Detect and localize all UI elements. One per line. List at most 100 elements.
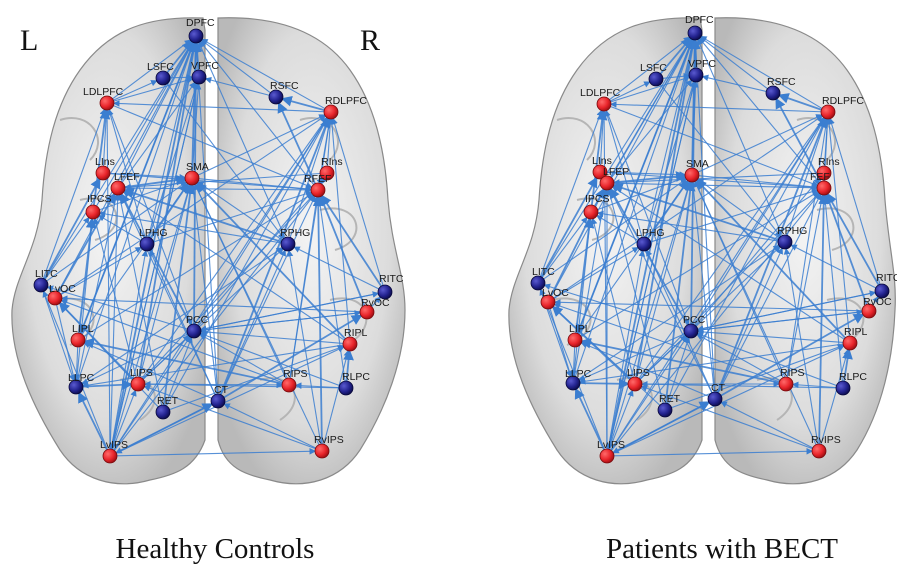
node-label-vpfc: VPFC (191, 60, 219, 72)
node-label-rfef: FEF (810, 171, 830, 183)
node-lsfc (649, 72, 663, 86)
node-label-rphg: RPHG (777, 225, 807, 237)
node-label-rfef: RFEF (304, 173, 331, 185)
node-label-lips: LIPS (627, 367, 650, 379)
node-pcc (187, 324, 201, 338)
node-ct (211, 394, 225, 408)
node-label-llpc: LLPC (68, 372, 95, 384)
node-lipcs (86, 205, 100, 219)
node-label-ct: CT (711, 382, 726, 394)
node-vpfc (689, 68, 703, 82)
node-label-rips: RIPS (780, 367, 805, 379)
node-rphg (281, 237, 295, 251)
node-label-ritc: RITC (876, 272, 897, 284)
node-label-dpfc: DPFC (186, 17, 215, 29)
node-label-lsfc: LSFC (147, 61, 174, 73)
node-rips (282, 378, 296, 392)
node-label-lips: LIPS (130, 367, 153, 379)
node-dpfc (189, 29, 203, 43)
node-lins (96, 166, 110, 180)
node-label-ct: CT (214, 384, 229, 396)
node-label-lvips: LvIPS (597, 439, 625, 451)
node-label-ldlpfc: LDLPFC (83, 86, 124, 98)
node-lips (131, 377, 145, 391)
node-rlpc (836, 381, 850, 395)
edge-LLPC-to-LIPS (580, 383, 628, 384)
node-label-llpc: LLPC (565, 368, 592, 380)
node-rlpc (339, 381, 353, 395)
node-label-lipcs: IPCS (87, 193, 112, 205)
node-sma (185, 171, 199, 185)
node-lfef (600, 176, 614, 190)
node-lvips (600, 449, 614, 463)
node-ripl (343, 337, 357, 351)
node-lipl (568, 333, 582, 347)
node-label-pcc: PCC (186, 314, 209, 326)
node-label-dpfc: DPFC (685, 14, 714, 26)
node-label-rlpc: RLPC (342, 371, 370, 383)
node-label-rsfc: RSFC (270, 80, 299, 92)
node-label-rvoc: RvOC (863, 296, 892, 308)
node-label-lvoc: LvOC (542, 287, 569, 299)
node-rsfc (269, 90, 283, 104)
node-rphg (778, 235, 792, 249)
node-label-lvoc: LvOC (49, 283, 76, 295)
node-label-rvips: RvIPS (811, 434, 841, 446)
node-rips (779, 377, 793, 391)
node-pcc (684, 324, 698, 338)
edge-LSFC-to-VPFC (170, 77, 192, 78)
node-label-rins: RIns (818, 156, 840, 168)
node-label-litc: LITC (35, 268, 58, 280)
node-label-lfef: LFEP (603, 166, 629, 178)
node-label-lipl: LIPL (569, 323, 591, 335)
node-rdlpfc (821, 105, 835, 119)
node-label-lphg: LPHG (636, 227, 665, 239)
node-label-ripl: RIPL (844, 326, 868, 338)
node-ldlpfc (597, 97, 611, 111)
node-rfef (817, 181, 831, 195)
node-ret (658, 403, 672, 417)
node-label-lphg: LPHG (139, 227, 168, 239)
node-label-sma: SMA (686, 158, 709, 170)
node-label-sma: SMA (186, 161, 209, 173)
node-label-ritc: RITC (379, 273, 404, 285)
node-ret (156, 405, 170, 419)
node-lipl (71, 333, 85, 347)
node-label-rvips: RvIPS (314, 434, 344, 446)
node-label-rvoc: RvOC (361, 297, 390, 309)
caption-patients-bect: Patients with BECT (606, 533, 838, 565)
node-rsfc (766, 86, 780, 100)
node-lipcs (584, 205, 598, 219)
right-hemisphere-label: R (360, 24, 380, 57)
panel-healthy-controls: DPFC VPFC LSFC RSFC LDLPFC RDLPFC LIns RIns SMA L… (12, 17, 405, 565)
node-label-lfef: LFEF (114, 171, 140, 183)
node-vpfc (192, 70, 206, 84)
node-label-rins: RIns (321, 156, 343, 168)
node-lfef (111, 181, 125, 195)
brain-outline (509, 18, 895, 484)
node-label-ripl: RIPL (344, 327, 368, 339)
node-rvips (315, 444, 329, 458)
node-label-rsfc: RSFC (767, 76, 796, 88)
node-ripl (843, 336, 857, 350)
node-label-lsfc: LSFC (640, 62, 667, 74)
node-label-rlpc: RLPC (839, 371, 867, 383)
node-label-pcc: PCC (683, 314, 706, 326)
node-ct (708, 392, 722, 406)
node-dpfc (688, 26, 702, 40)
node-lips (628, 377, 642, 391)
node-label-lins: LIns (95, 156, 115, 168)
node-litc (34, 278, 48, 292)
node-lphg (140, 237, 154, 251)
panel-patients-bect: DPFCVPFCLSFCRSFCLDLPFCRDLPFCLInsRInsSMAL… (509, 14, 897, 565)
node-label-ret: RET (157, 395, 179, 407)
node-label-rdlpfc: RDLPFC (325, 95, 367, 107)
node-label-vpfc: VPFC (688, 58, 716, 70)
node-label-litc: LITC (532, 266, 555, 278)
node-label-rphg: RPHG (280, 227, 310, 239)
left-hemisphere-label: L (20, 24, 38, 57)
node-rfef (311, 183, 325, 197)
node-lsfc (156, 71, 170, 85)
node-lphg (637, 237, 651, 251)
